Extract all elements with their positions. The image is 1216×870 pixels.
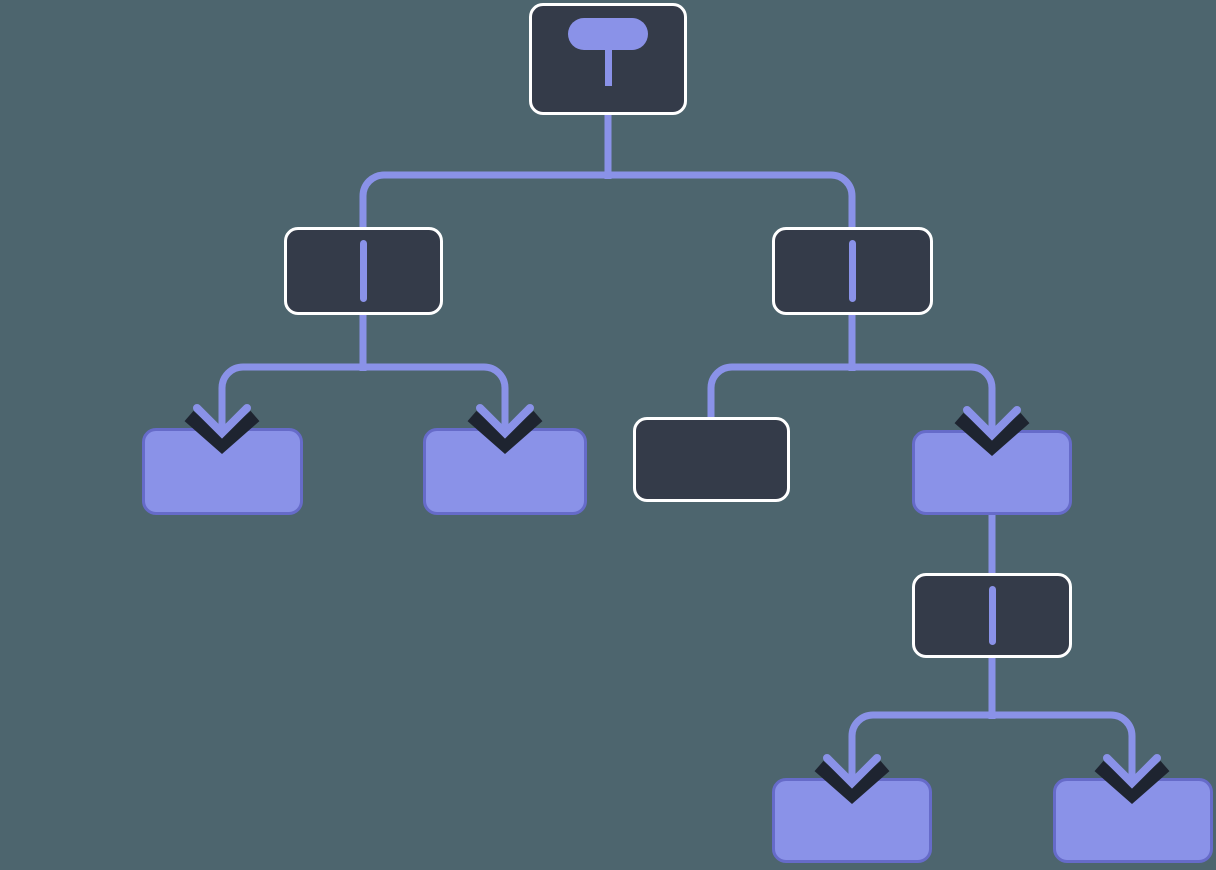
edge-rail-bottom: [848, 711, 1136, 762]
bar-icon: [849, 240, 856, 302]
arrow-shadow-chevron: [1094, 760, 1170, 804]
edge-rail-left: [218, 363, 509, 412]
root-icon-stem: [604, 48, 612, 86]
arrow-down-icon: [814, 752, 890, 804]
arrow-down-icon: [954, 404, 1030, 456]
bar-icon: [360, 240, 367, 302]
node-root[interactable]: [529, 3, 687, 115]
edge-rail-right: [707, 363, 996, 421]
arrow-head-chevron: [823, 754, 881, 789]
edge-rail-top: [359, 171, 856, 231]
arrow-shadow-chevron: [184, 410, 260, 454]
arrow-down-icon: [184, 402, 260, 454]
node-branch-left[interactable]: [284, 227, 443, 315]
arrow-shadow-chevron: [467, 410, 543, 454]
arrow-head-chevron: [476, 404, 534, 439]
root-icon: [568, 18, 648, 86]
arrow-down-icon: [467, 402, 543, 454]
node-branch-right[interactable]: [772, 227, 933, 315]
arrow-shadow-chevron: [954, 412, 1030, 456]
arrow-head-chevron: [963, 406, 1021, 441]
bar-icon: [988, 586, 996, 645]
arrow-head-chevron: [193, 404, 251, 439]
node-branch-bottom[interactable]: [912, 573, 1072, 658]
arrow-down-icon: [1094, 752, 1170, 804]
arrow-shadow-chevron: [814, 760, 890, 804]
arrow-head-chevron: [1103, 754, 1161, 789]
root-icon-pill: [568, 18, 648, 50]
node-task-dark[interactable]: [633, 417, 790, 502]
